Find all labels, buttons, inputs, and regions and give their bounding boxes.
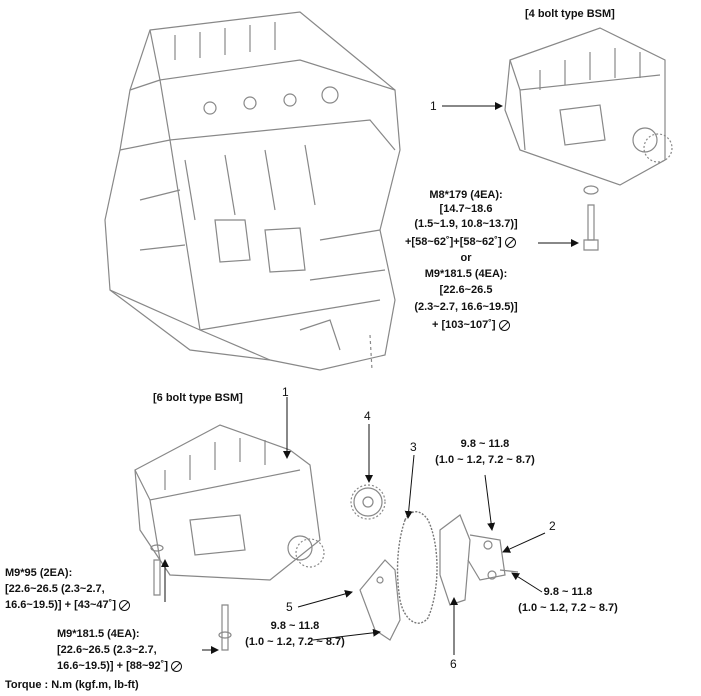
spec-m8-line2: [14.7~18.6 <box>439 203 493 215</box>
tensioner-drawing <box>439 514 519 606</box>
callout-1-top: 1 <box>430 99 437 113</box>
spec-tensioner-right-line1: 9.8 ~ 11.8 <box>543 586 593 598</box>
spec-m9-181-line3-text: 16.6~19.5)] + [88~92˚] <box>57 660 168 672</box>
spec-m8-line4-text: +[58~62˚]+[58~62˚] <box>405 236 502 248</box>
torque-units-note: Torque : N.m (kgf.m, lb-ft) <box>5 679 139 691</box>
callout-4: 4 <box>364 409 371 423</box>
callout-3: 3 <box>410 440 417 454</box>
spec-m8-or: or <box>460 252 472 264</box>
spec-m9-line4: + [103~107˚] <box>432 319 510 332</box>
spec-m9-line3: (2.3~2.7, 16.6~19.5)] <box>414 301 518 313</box>
bsm-4bolt-drawing <box>504 27 673 251</box>
spec-m9-95-line1: M9*95 (2EA): <box>5 567 73 579</box>
spec-guide-line1: 9.8 ~ 11.8 <box>270 620 320 632</box>
chain-drawing <box>396 511 438 624</box>
bsm-4bolt-header: [4 bolt type BSM] <box>525 8 615 20</box>
spec-tensioner-top-line2: (1.0 ~ 1.2, 7.2 ~ 8.7) <box>435 454 535 466</box>
no-reuse-icon <box>171 660 182 672</box>
callout-2: 2 <box>549 519 556 533</box>
spec-m9-line2: [22.6~26.5 <box>439 284 493 296</box>
bsm-6bolt-drawing <box>134 424 325 651</box>
spec-guide-line2: (1.0 ~ 1.2, 7.2 ~ 8.7) <box>245 636 345 648</box>
spec-m9-95-line3: 16.6~19.5)] + [43~47˚] <box>5 599 130 612</box>
leader-arrows <box>161 102 579 655</box>
engine-block-drawing <box>104 11 401 371</box>
callout-5: 5 <box>286 600 293 614</box>
spec-m9-181-line3: 16.6~19.5)] + [88~92˚] <box>57 660 182 673</box>
spec-m9-181-line2: [22.6~26.5 (2.3~2.7, <box>57 644 157 656</box>
callout-6: 6 <box>450 657 457 671</box>
no-reuse-icon <box>498 319 510 331</box>
spec-tensioner-top-line1: 9.8 ~ 11.8 <box>460 438 510 450</box>
spec-m9-95-line3-text: 16.6~19.5)] + [43~47˚] <box>5 599 116 611</box>
spec-m9-line1: M9*181.5 (4EA): <box>424 268 508 280</box>
spec-m8-line1: M8*179 (4EA): <box>429 189 503 201</box>
no-reuse-icon <box>504 236 516 248</box>
bsm-6bolt-header: [6 bolt type BSM] <box>153 392 243 404</box>
spec-m9-181-line1: M9*181.5 (4EA): <box>57 628 140 640</box>
chain-guide-drawing <box>359 559 401 641</box>
callout-1-mid: 1 <box>282 385 289 399</box>
spec-m9-line4-text: + [103~107˚] <box>432 319 496 331</box>
spec-m8-line3: (1.5~1.9, 10.8~13.7)] <box>414 218 518 230</box>
sprocket-drawing <box>350 484 386 520</box>
spec-tensioner-right-line2: (1.0 ~ 1.2, 7.2 ~ 8.7) <box>518 602 618 614</box>
no-reuse-icon <box>119 599 130 611</box>
spec-m9-95-line2: [22.6~26.5 (2.3~2.7, <box>5 583 105 595</box>
spec-m8-line4: +[58~62˚]+[58~62˚] <box>405 236 516 249</box>
